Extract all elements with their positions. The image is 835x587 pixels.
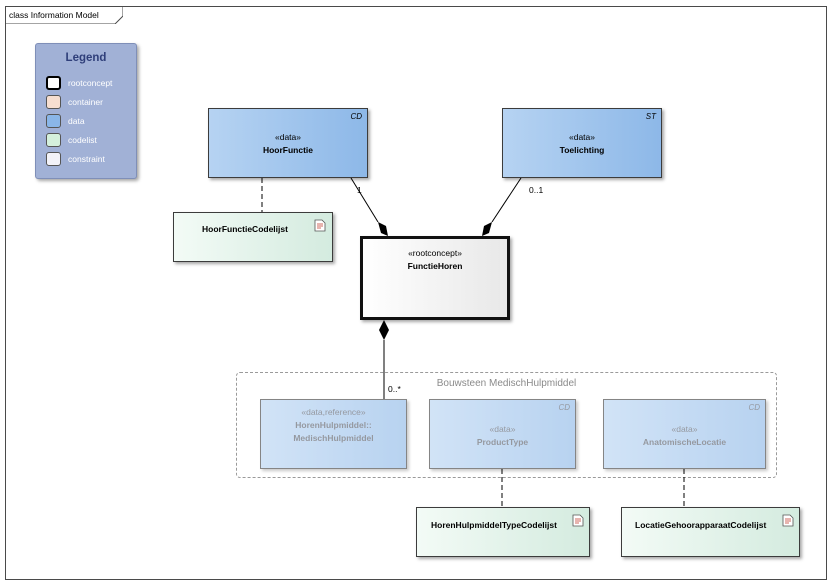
legend-label: constraint [68, 154, 105, 164]
datatype-label: CD [350, 112, 362, 121]
datatype-label: CD [558, 403, 570, 412]
class-producttype[interactable]: CD «data» ProductType [429, 399, 576, 469]
class-name: HoorFunctie [262, 145, 314, 155]
class-name-line2: MedischHulpmiddel [293, 433, 374, 443]
document-icon [572, 514, 584, 527]
package-label: Bouwsteen MedischHulpmiddel [436, 378, 577, 389]
multiplicity-toelichting: 0..1 [529, 185, 544, 195]
class-name: Toelichting [559, 145, 605, 155]
datatype-label: ST [645, 112, 656, 121]
legend-swatch-container [46, 95, 61, 109]
class-name: ProductType [476, 437, 529, 447]
stereotype-label: «data» [671, 424, 698, 434]
codelist-name: HorenHulpmiddelTypeCodelijst [431, 520, 557, 530]
datatype-label: CD [748, 403, 760, 412]
class-name: AnatomischeLocatie [642, 437, 727, 447]
legend-label: data [68, 116, 85, 126]
legend-label: rootconcept [68, 78, 113, 88]
multiplicity-medischhulpmiddel: 0..* [388, 384, 401, 394]
legend-swatch-rootconcept [46, 76, 61, 90]
class-hoorfunctie[interactable]: CD «data» HoorFunctie [208, 108, 368, 178]
stereotype-label: «rootconcept» [408, 248, 462, 258]
class-name: FunctieHoren [407, 261, 463, 271]
stereotype-label: «data» [275, 132, 301, 142]
class-functiehoren[interactable]: «rootconcept» FunctieHoren [360, 236, 510, 320]
association-toelichting[interactable] [491, 177, 522, 223]
codelist-name: LocatieGehoorapparaatCodelijst [635, 520, 767, 530]
codelist-hoorfunctiecodelijst[interactable]: HoorFunctieCodelijst [173, 212, 333, 262]
frame-tab-outline [5, 6, 123, 24]
class-medischhulpmiddel[interactable]: «data,reference» HorenHulpmiddel:: Medis… [260, 399, 407, 469]
document-icon [782, 514, 794, 527]
legend-swatch-data [46, 114, 61, 128]
legend[interactable]: Legend rootconcept container data codeli… [35, 43, 137, 179]
legend-label: codelist [68, 135, 97, 145]
composition-diamond-hoorfunctie [378, 222, 388, 236]
diagram-title: class Information Model [9, 10, 99, 20]
composition-diamond-medischhulpmiddel [379, 320, 389, 340]
class-anatomischelocatie[interactable]: CD «data» AnatomischeLocatie [603, 399, 766, 469]
legend-swatch-constraint [46, 152, 61, 166]
stereotype-label: «data» [489, 424, 516, 434]
legend-label: container [68, 97, 103, 107]
class-toelichting[interactable]: ST «data» Toelichting [502, 108, 662, 178]
legend-swatch-codelist [46, 133, 61, 147]
document-icon [314, 219, 326, 232]
package-bouwsteen-medischhulpmiddel[interactable]: Bouwsteen MedischHulpmiddel [236, 372, 777, 478]
stereotype-label: «data» [569, 132, 595, 142]
codelist-name: HoorFunctieCodelijst [202, 224, 288, 234]
diagram-frame [5, 6, 827, 580]
stereotype-label: «data,reference» [301, 407, 366, 417]
composition-diamond-toelichting [482, 222, 492, 236]
class-name-line1: HorenHulpmiddel:: [295, 420, 372, 430]
codelist-horenhulpmiddeltypecodelijst[interactable]: HorenHulpmiddelTypeCodelijst [416, 507, 590, 557]
diagram-frame-tab: class Information Model [5, 6, 123, 24]
legend-title: Legend [65, 52, 107, 64]
association-hoorfunctie[interactable] [350, 177, 379, 223]
codelist-locatiegehoorapparaatcodelijst[interactable]: LocatieGehoorapparaatCodelijst [621, 507, 800, 557]
multiplicity-hoorfunctie: 1 [357, 185, 362, 195]
